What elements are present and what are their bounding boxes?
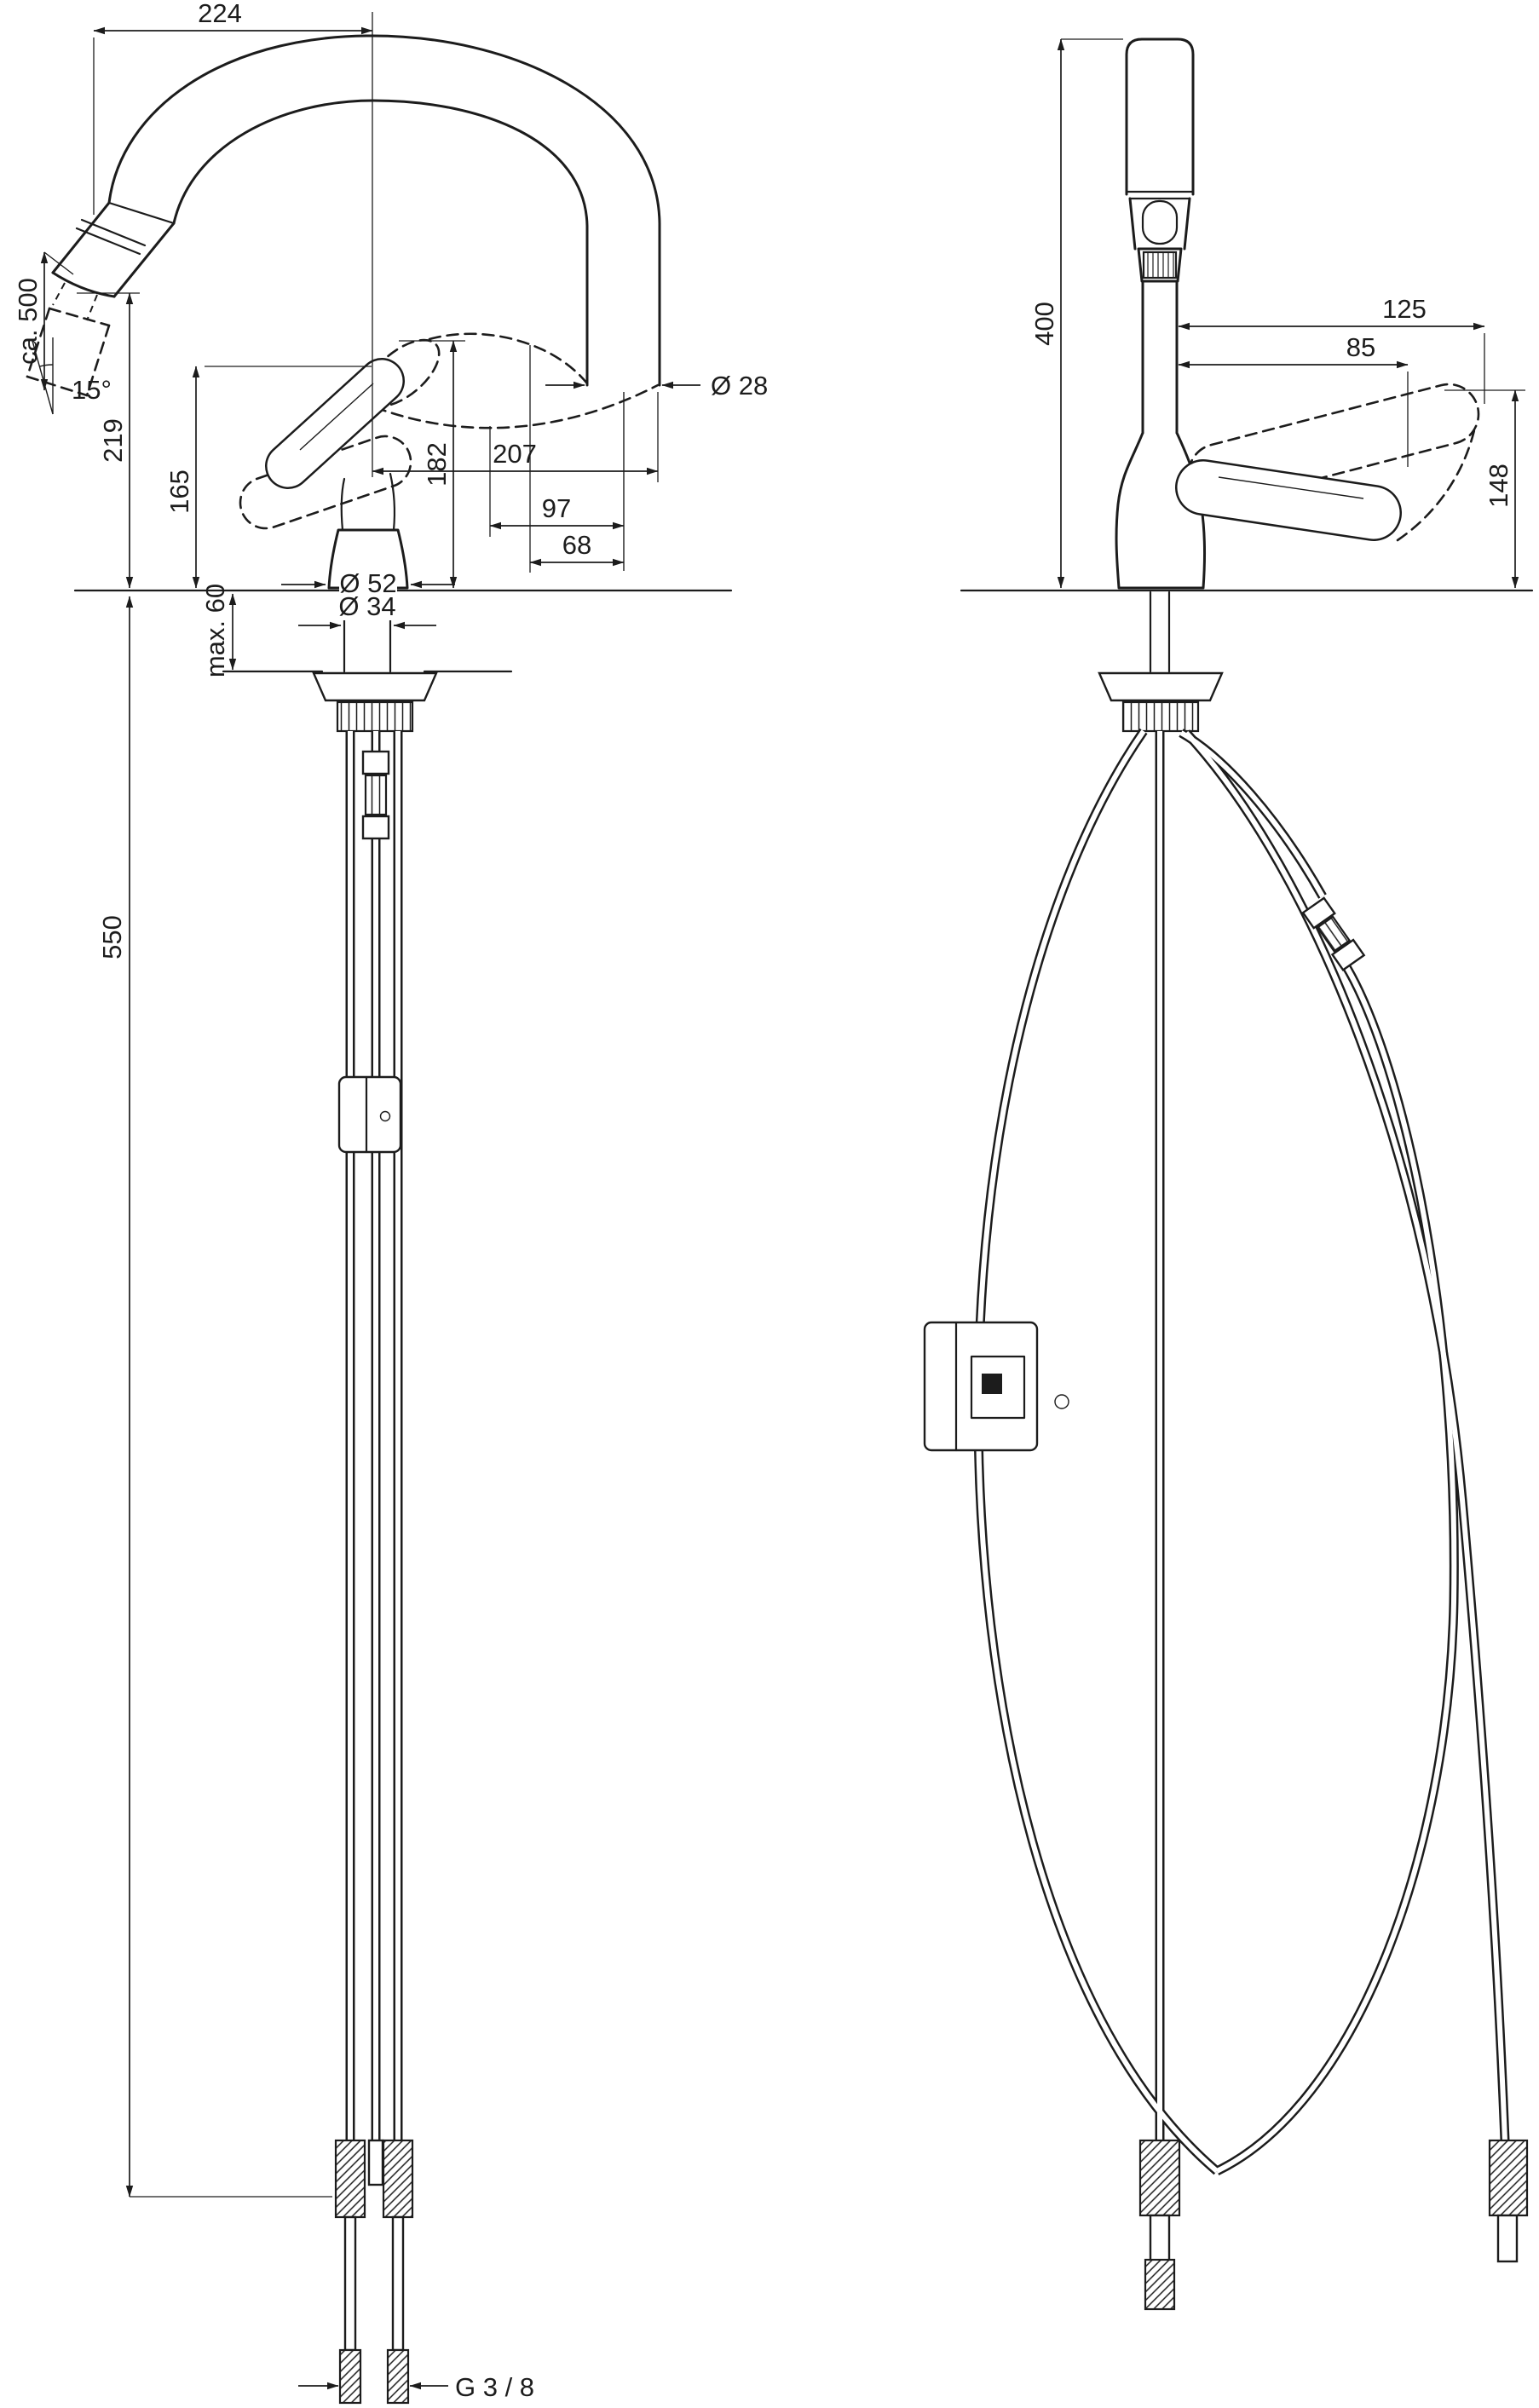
dim-label-counter-max: max. 60 xyxy=(200,584,230,677)
side-view: 224 Ø 28 207 97 68 ca. 500 xyxy=(13,0,768,2405)
dim-label-400: 400 xyxy=(1029,302,1059,346)
handle-lever-fill xyxy=(267,360,403,487)
spray-head-opening xyxy=(1141,199,1179,245)
dim-label-85: 85 xyxy=(1346,332,1375,362)
front-spray-head xyxy=(1125,37,1195,283)
dim-label-125: 125 xyxy=(1382,294,1427,324)
front-handle-accent xyxy=(1218,476,1364,499)
dimensions-side: 224 Ø 28 207 97 68 ca. 500 xyxy=(13,0,768,2402)
hose-coupling xyxy=(361,750,390,840)
dim-label-thread: G 3 / 8 xyxy=(455,2372,534,2402)
dim-label-182: 182 xyxy=(422,442,452,487)
angle-annotation xyxy=(32,337,54,415)
spray-face xyxy=(1142,251,1178,279)
dim-label-angle: 15° xyxy=(72,375,112,405)
front-view: 400 125 85 148 xyxy=(923,37,1534,2311)
front-mounting-nut xyxy=(1121,700,1200,733)
handle-accent-line xyxy=(299,383,374,451)
dim-label-hose-pull: ca. 500 xyxy=(13,278,43,365)
spout-outer-arc xyxy=(107,34,661,387)
dim-label-165: 165 xyxy=(164,470,194,514)
mounting-nut xyxy=(336,700,414,733)
supply-fittings xyxy=(334,2139,414,2405)
dimensions-front: 400 125 85 148 xyxy=(1029,38,1525,589)
dim-label-reach: 207 xyxy=(493,439,537,469)
front-hoses xyxy=(973,728,1510,2175)
dim-label-spout-dia: Ø 28 xyxy=(711,371,768,400)
base xyxy=(327,528,409,590)
spray-head-joint-line xyxy=(107,201,176,225)
front-mounting-washer xyxy=(1098,671,1224,702)
dim-label-219: 219 xyxy=(98,418,128,463)
body-right-edge xyxy=(389,472,396,532)
front-fittings xyxy=(1138,2139,1529,2311)
spout-inner-arc xyxy=(172,99,589,387)
dim-label-base-dia: Ø 52 xyxy=(339,568,396,598)
dim-label-hole-dia: Ø 34 xyxy=(338,591,395,621)
front-hose-weight xyxy=(923,1321,1069,1452)
mounting-washer xyxy=(312,671,438,702)
dim-label-top-width: 224 xyxy=(198,0,242,28)
front-hose-coupling xyxy=(1301,896,1366,971)
dim-label-148: 148 xyxy=(1484,464,1513,508)
hoses xyxy=(345,731,403,2140)
front-pipe xyxy=(1141,279,1179,435)
dim-label-68: 68 xyxy=(562,530,591,560)
spray-head xyxy=(51,201,176,298)
hose-weight xyxy=(337,1075,402,1154)
front-handle-sweep-arc xyxy=(1396,429,1476,542)
handle-range-dashed xyxy=(239,435,412,530)
front-handle-lever-fill xyxy=(1177,461,1400,539)
dim-label-97: 97 xyxy=(542,493,571,523)
dim-label-550: 550 xyxy=(97,915,127,959)
